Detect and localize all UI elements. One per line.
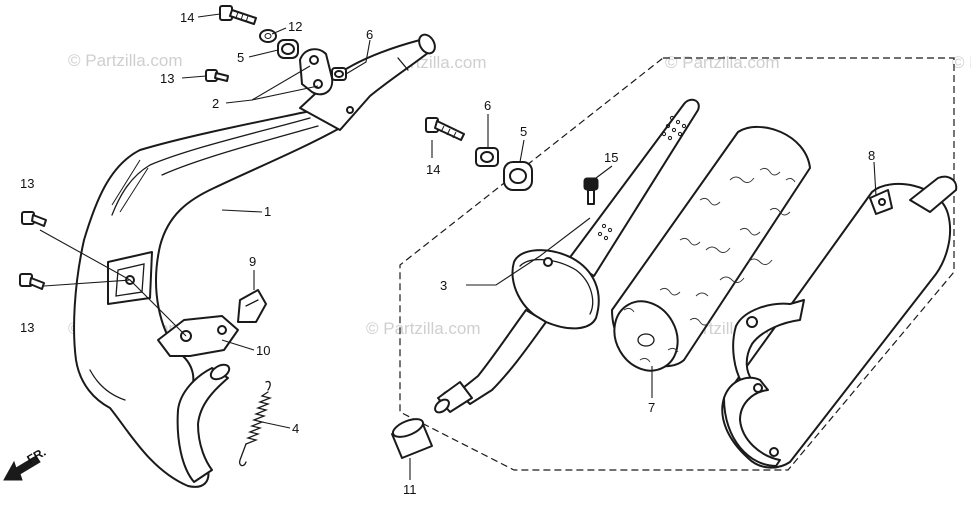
leader-lines xyxy=(39,13,877,480)
watermark-7: © Partzilla.com xyxy=(952,53,971,72)
flange-bracket[interactable] xyxy=(299,48,334,96)
flange-hole-1 xyxy=(309,55,319,65)
spring-coil xyxy=(245,391,273,445)
collar-top-hole xyxy=(334,70,344,78)
front-direction-indicator: FR. xyxy=(3,445,48,481)
callout-13-left-lower: 13 xyxy=(20,320,34,335)
bolt-13-top-shank xyxy=(214,72,229,82)
header-pipe-end xyxy=(418,33,436,55)
callout-14-top: 14 xyxy=(180,10,194,25)
callout-5-right: 5 xyxy=(520,124,527,139)
outlet-pipe-end xyxy=(209,363,231,381)
muffler-top-tab-hole xyxy=(878,198,886,206)
muffler-outlet xyxy=(909,175,958,213)
bolt-top-shank xyxy=(229,9,257,25)
bolt-top[interactable] xyxy=(219,5,257,25)
washer-top-body xyxy=(259,29,277,43)
packing-end-face xyxy=(613,300,679,372)
muffler-clamp-band xyxy=(723,376,781,467)
watermark-1: © Partzilla.com xyxy=(68,51,183,70)
screw-15[interactable] xyxy=(583,177,599,205)
spring-hook-bottom xyxy=(238,443,247,467)
callout-6-top: 6 xyxy=(366,27,373,42)
callout-9: 9 xyxy=(249,254,256,269)
callout-14-right: 14 xyxy=(426,162,440,177)
collar-right-hole xyxy=(480,151,494,163)
callout-12: 12 xyxy=(288,19,302,34)
spring-hook-top xyxy=(265,380,271,391)
screw-15-shank xyxy=(587,189,595,205)
callout-1: 1 xyxy=(264,204,271,219)
muffler-body[interactable] xyxy=(721,175,958,469)
muffler-packing[interactable] xyxy=(602,125,811,382)
bolt-13-left-lower[interactable] xyxy=(19,273,45,290)
bolt-13-left-upper[interactable] xyxy=(21,211,47,227)
muffler-stay-plate xyxy=(157,315,239,357)
chamber-header-stud xyxy=(346,106,354,114)
pipe-perforations xyxy=(597,115,687,241)
collar-top[interactable] xyxy=(331,67,347,81)
callout-11: 11 xyxy=(403,482,417,497)
rubber-damper-body xyxy=(237,289,267,323)
bolt-14-right[interactable] xyxy=(425,117,465,141)
washer-top-hole xyxy=(264,33,272,39)
packing-core xyxy=(637,333,655,347)
grommet-top-hole xyxy=(281,43,295,55)
muffler-stay[interactable] xyxy=(157,315,239,357)
watermark-5: © Partzilla.com xyxy=(366,319,481,338)
muffler-assembly-outline xyxy=(399,57,955,471)
chamber-outlet-pipe xyxy=(176,367,229,483)
grommet-right-hole xyxy=(509,168,527,184)
callout-13-top: 13 xyxy=(160,71,174,86)
expansion-chamber-body xyxy=(73,109,341,488)
bushing-11-top xyxy=(391,418,425,438)
washer-top[interactable] xyxy=(259,29,277,43)
clamp-hole-1 xyxy=(753,383,763,393)
callout-13-left-upper: 13 xyxy=(20,176,34,191)
callout-5-top: 5 xyxy=(237,50,244,65)
bolt-13-top[interactable] xyxy=(205,69,229,82)
exhaust-spring[interactable] xyxy=(238,380,273,467)
muffler-shell xyxy=(721,182,952,469)
front-arrow-icon xyxy=(3,455,41,481)
callout-3: 3 xyxy=(440,278,447,293)
callout-8: 8 xyxy=(868,148,875,163)
rubber-damper[interactable] xyxy=(237,289,267,323)
watermark-3: © Partzilla.com xyxy=(665,53,780,72)
tail-pipe xyxy=(457,309,547,405)
stay-hole-2 xyxy=(217,325,227,335)
callout-6-right: 6 xyxy=(484,98,491,113)
callout-2: 2 xyxy=(212,96,219,111)
expansion-chamber[interactable] xyxy=(73,32,438,488)
clamp-hole-2 xyxy=(769,447,779,457)
end-cap-hole xyxy=(543,257,553,267)
end-cap-plate xyxy=(511,249,600,330)
chamber-weld-line xyxy=(111,159,149,213)
packing-texture xyxy=(623,167,796,363)
mount-band-hole xyxy=(746,316,758,328)
callout-15: 15 xyxy=(604,150,618,165)
bolt-13-left-upper-shank xyxy=(31,214,47,227)
header-pipe-weld xyxy=(397,57,409,71)
grommet-right[interactable] xyxy=(503,161,533,191)
bushing-11[interactable] xyxy=(391,416,433,459)
bolt-14-right-thread xyxy=(440,125,457,139)
rubber-damper-ridge xyxy=(245,299,259,307)
chamber-seam xyxy=(111,117,311,216)
bolt-13-left-lower-shank xyxy=(29,277,45,290)
bolt-top-thread xyxy=(235,11,249,23)
chamber-lower-seam xyxy=(89,369,126,401)
screw-15-head xyxy=(583,177,599,191)
callout-4: 4 xyxy=(292,421,299,436)
callout-10: 10 xyxy=(256,343,270,358)
grommet-top[interactable] xyxy=(277,39,299,59)
callout-7: 7 xyxy=(648,400,655,415)
chamber-seam-2 xyxy=(161,125,319,176)
collar-right[interactable] xyxy=(475,147,499,167)
callout-labels: 14 12 5 6 13 2 1 13 13 9 10 4 14 6 5 15 … xyxy=(20,10,875,497)
tail-pipe-opening xyxy=(434,398,450,414)
perforated-pipe xyxy=(567,98,700,277)
